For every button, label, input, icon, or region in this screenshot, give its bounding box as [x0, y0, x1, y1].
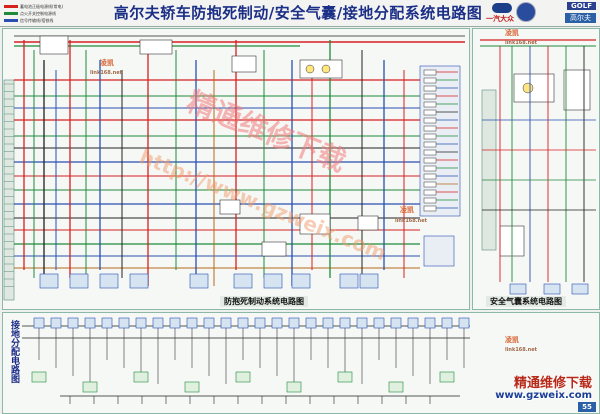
switch-box: [139, 39, 173, 55]
ground-point-box: [31, 371, 47, 383]
airbag-lamp-icon: [522, 82, 534, 94]
legend-chip-red: [4, 4, 18, 8]
ground-point-box: [133, 371, 149, 383]
connector-pin: [423, 181, 437, 188]
airbag-spiral-box: [513, 73, 555, 103]
warning-lamp-icon: [321, 64, 331, 74]
watermark-brand: 凌凯: [505, 336, 519, 344]
ground-panel-caption: 接地分配电路图: [9, 320, 19, 383]
connector-pin: [423, 189, 437, 196]
airbag-connector: [571, 283, 589, 295]
brand-name: 一汽大众: [486, 15, 514, 23]
wheel-speed-sensor: [39, 273, 59, 289]
valve-box: [261, 241, 287, 257]
watermark-center-text: 精通维修下载: [182, 85, 350, 179]
wheel-speed-sensor: [359, 273, 379, 289]
airbag-connector: [509, 283, 527, 295]
legend-chip-green: [4, 11, 18, 15]
brake-switch-box: [219, 199, 241, 215]
connector-pin: [423, 125, 437, 132]
watermark-brand-url: link168.net: [395, 218, 427, 224]
ground-point-box: [184, 381, 200, 393]
wheel-speed-sensor: [291, 273, 311, 289]
connector-pin: [423, 157, 437, 164]
legend-label: 点火开关控制电源线: [20, 10, 56, 16]
wheel-speed-sensor: [99, 273, 119, 289]
wire-color-legend: 蓄电池正极电源线(常电) 点火开关控制电源线 信号传输线/搭铁线: [4, 3, 104, 24]
connector-pin: [423, 149, 437, 156]
page-title: 高尔夫轿车防抱死制动/安全气囊/接地分配系统电路图: [113, 4, 483, 22]
ground-point-box: [337, 371, 353, 383]
ground-point-box: [235, 371, 251, 383]
connector-pin: [423, 117, 437, 124]
watermark-brand-url: link168.net: [505, 40, 537, 46]
site-name: 精通维修下载: [513, 376, 592, 391]
watermark-brand: 凌凯: [505, 29, 519, 37]
ground-point-box: [82, 381, 98, 393]
legend-row-blue: 信号传输线/搭铁线: [4, 17, 104, 23]
header: 蓄电池正极电源线(常电) 点火开关控制电源线 信号传输线/搭铁线 高尔夫轿车防抱…: [0, 0, 600, 27]
connector-pin: [423, 109, 437, 116]
connector-pin: [423, 205, 437, 212]
watermark-brand-url: link168.net: [90, 70, 122, 76]
connector-pin: [423, 85, 437, 92]
wheel-speed-sensor: [69, 273, 89, 289]
connector-pin: [423, 173, 437, 180]
ground-point-box: [286, 381, 302, 393]
legend-label: 信号传输线/搭铁线: [20, 17, 54, 23]
watermark-brand-url: link168.net: [505, 347, 537, 353]
connector-pin: [423, 165, 437, 172]
hydraulic-unit-box: [299, 213, 331, 235]
connector-pin: [423, 101, 437, 108]
wheel-speed-sensor: [129, 273, 149, 289]
legend-row-green: 点火开关控制电源线: [4, 10, 104, 16]
legend-chip-blue: [4, 18, 18, 22]
page-number: 55: [578, 402, 596, 412]
connector-pin: [423, 133, 437, 140]
legend-row-red: 蓄电池正极电源线(常电): [4, 3, 104, 9]
watermark-brand: 凌凯: [400, 206, 414, 214]
model-name-en: GOLF: [567, 2, 596, 10]
legend-label: 蓄电池正极电源线(常电): [20, 3, 64, 9]
ground-point-box: [439, 371, 455, 383]
connector-pin: [423, 77, 437, 84]
connector-pin: [423, 197, 437, 204]
watermark-brand: 凌凯: [100, 59, 114, 67]
brand-logos: 一汽大众 GOLF 高尔夫: [486, 2, 596, 24]
watermark-url-text: http://www.gzweix.com: [136, 144, 390, 265]
relay-box: [39, 35, 69, 55]
model-name-cn: 高尔夫: [565, 13, 596, 23]
site-url: www.gzweix.com: [495, 390, 592, 401]
connector-pin: [423, 69, 437, 76]
warning-lamp-icon: [305, 64, 315, 74]
vw-logo-icon: [516, 2, 536, 22]
ground-point-box: [388, 381, 404, 393]
airbag-module-box: [563, 69, 591, 111]
wheel-speed-sensor: [189, 273, 209, 289]
abs-panel-caption: 防抱死制动系统电路图: [220, 296, 308, 307]
wheel-speed-sensor: [263, 273, 283, 289]
faw-logo-icon: [492, 3, 512, 13]
airbag-panel-caption: 安全气囊系统电路图: [486, 296, 566, 307]
wheel-speed-sensor: [339, 273, 359, 289]
sensor-box: [231, 55, 257, 73]
connector-pin: [423, 93, 437, 100]
connector-pin: [423, 141, 437, 148]
wheel-speed-sensor: [233, 273, 253, 289]
abs-pump-relay: [423, 235, 455, 267]
diag-connector-box: [357, 215, 379, 231]
warning-lamp-box: [299, 59, 343, 79]
airbag-connector: [543, 283, 561, 295]
